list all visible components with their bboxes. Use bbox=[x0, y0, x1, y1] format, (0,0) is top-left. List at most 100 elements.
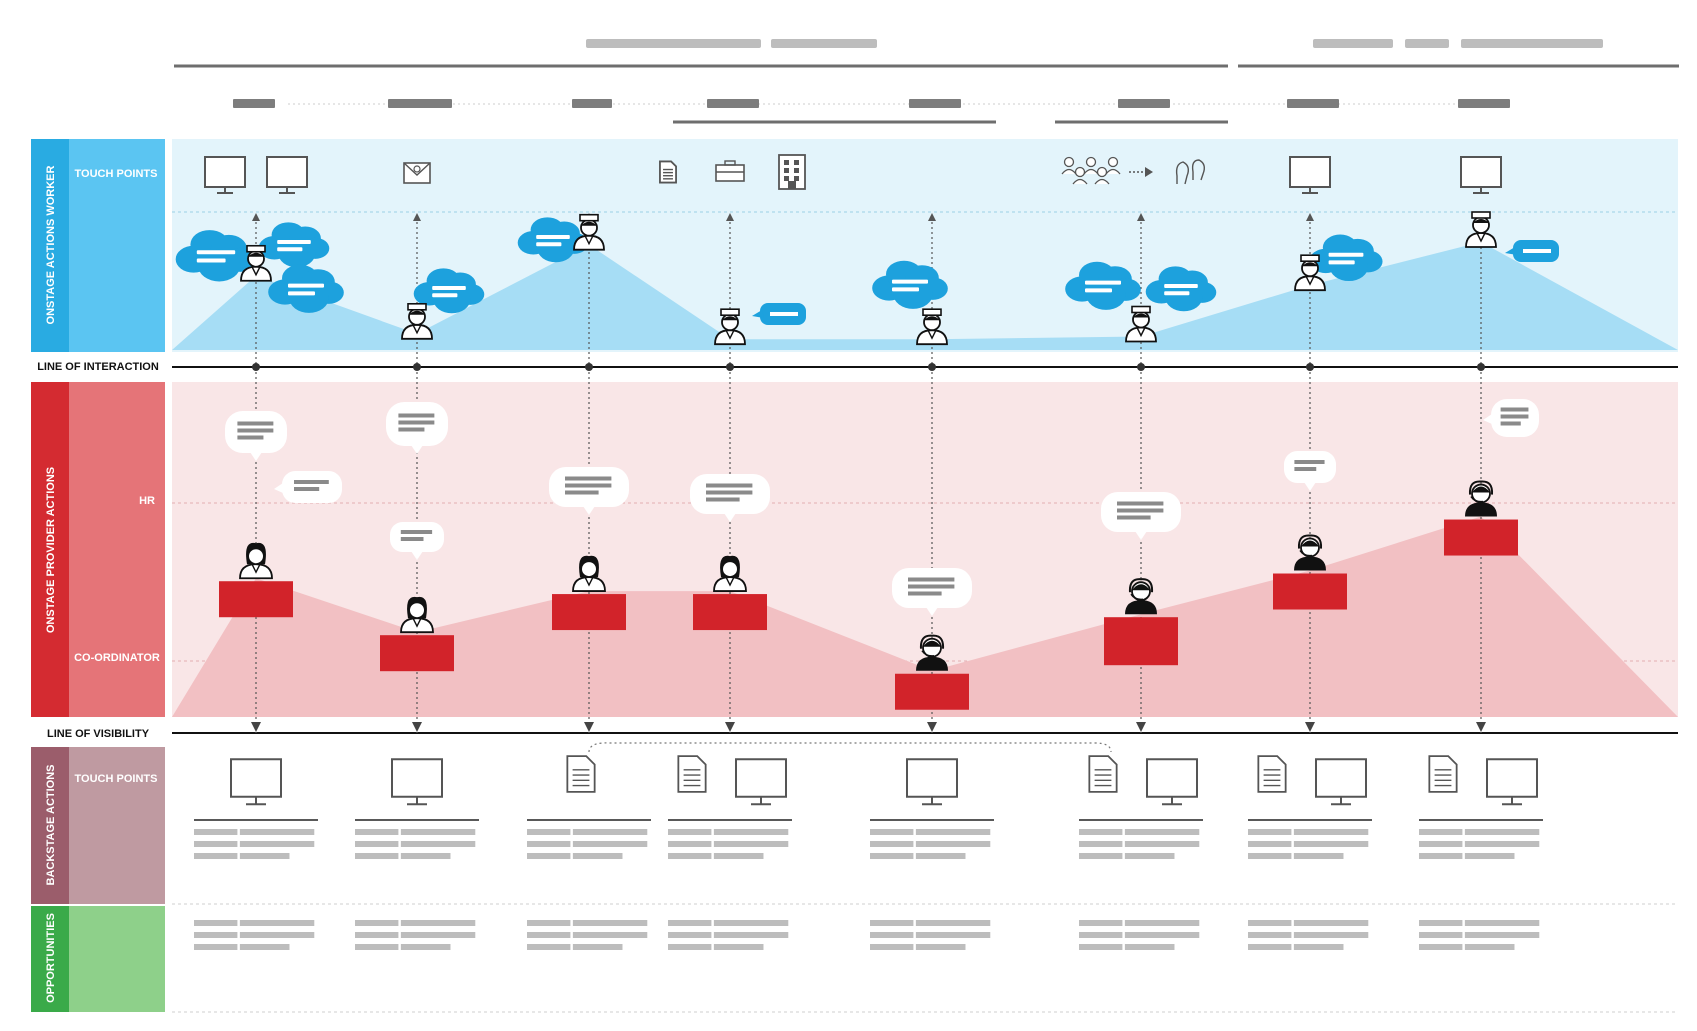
text-placeholder bbox=[1124, 841, 1200, 847]
cloud-text-placeholder bbox=[277, 247, 303, 252]
hr-person-icon bbox=[410, 603, 424, 618]
interaction-point bbox=[1306, 363, 1314, 371]
cloud-text-placeholder bbox=[196, 258, 226, 263]
text-placeholder bbox=[1124, 944, 1175, 950]
speech-bubble bbox=[1304, 482, 1316, 491]
team-icon bbox=[1094, 178, 1110, 185]
cloud-text-placeholder bbox=[432, 293, 458, 298]
stage-title-placeholder bbox=[707, 99, 759, 108]
journey-step bbox=[1061, 156, 1217, 950]
stage-title-placeholder bbox=[909, 99, 961, 108]
text-placeholder bbox=[194, 829, 238, 835]
nurse-icon bbox=[722, 316, 738, 321]
nurse-icon bbox=[584, 235, 594, 246]
thought-cloud bbox=[268, 264, 344, 313]
connector-arrow-down bbox=[584, 722, 594, 732]
team-icon bbox=[1105, 168, 1121, 175]
text-placeholder bbox=[713, 932, 789, 938]
connector-lines bbox=[172, 366, 1678, 753]
coordinator-headset-icon bbox=[1125, 600, 1157, 615]
text-placeholder bbox=[1293, 932, 1369, 938]
text-placeholder bbox=[915, 841, 991, 847]
monitor-icon bbox=[204, 156, 246, 188]
building-icon bbox=[794, 168, 799, 173]
connector-arrow-down bbox=[251, 722, 261, 732]
bubble-text-placeholder bbox=[1523, 249, 1551, 253]
line-of-visibility-label: LINE OF VISIBILITY bbox=[47, 728, 150, 740]
coordinator-headset-icon bbox=[1465, 502, 1497, 517]
email-icon bbox=[413, 165, 421, 173]
text-placeholder bbox=[355, 841, 399, 847]
opportunities-lane-title: OPPORTUNITIES bbox=[45, 913, 57, 1003]
journey-step bbox=[355, 162, 485, 950]
building-icon bbox=[784, 176, 789, 181]
bubble-text-placeholder bbox=[237, 428, 274, 433]
phase-title-placeholder bbox=[771, 39, 877, 48]
thought-cloud bbox=[289, 283, 329, 313]
hr-level-label: HR bbox=[139, 495, 155, 507]
text-placeholder bbox=[572, 841, 648, 847]
text-placeholder bbox=[194, 841, 238, 847]
backstage-link bbox=[588, 742, 1112, 753]
building-icon bbox=[784, 168, 789, 173]
text-placeholder bbox=[668, 920, 712, 926]
text-placeholder bbox=[668, 944, 712, 950]
text-placeholder bbox=[572, 932, 648, 938]
text-placeholder bbox=[915, 829, 991, 835]
thought-cloud bbox=[278, 239, 316, 268]
text-placeholder bbox=[355, 920, 399, 926]
connector-arrow-down bbox=[927, 722, 937, 732]
building-icon bbox=[788, 181, 796, 189]
team-icon bbox=[1096, 166, 1108, 178]
conversation-icon bbox=[1191, 159, 1206, 181]
building-icon bbox=[784, 160, 789, 165]
team-icon bbox=[1085, 156, 1097, 168]
monitor-icon bbox=[906, 758, 958, 798]
nurse-icon bbox=[412, 324, 422, 335]
connector-arrow-down bbox=[1305, 722, 1315, 732]
speech-bubble bbox=[1483, 414, 1492, 424]
building-icon bbox=[794, 176, 799, 181]
bubble-text-placeholder bbox=[400, 537, 424, 541]
bubble-text-placeholder bbox=[1294, 460, 1325, 464]
line-of-interaction-label: LINE OF INTERACTION bbox=[37, 361, 159, 373]
nurse-icon bbox=[248, 252, 264, 257]
interaction-point bbox=[1137, 363, 1145, 371]
nurse-icon bbox=[1473, 219, 1489, 223]
worker-touchpoints-label: TOUCH POINTS bbox=[75, 168, 158, 180]
bubble-text-placeholder bbox=[1117, 501, 1164, 506]
text-placeholder bbox=[400, 853, 451, 859]
bubble-text-placeholder bbox=[1294, 467, 1317, 471]
phase-title-placeholder bbox=[586, 39, 761, 48]
team-icon bbox=[1061, 168, 1077, 175]
text-placeholder bbox=[1293, 920, 1369, 926]
text-placeholder bbox=[1464, 944, 1515, 950]
text-placeholder bbox=[572, 944, 623, 950]
text-placeholder bbox=[668, 853, 712, 859]
cloud-text-placeholder bbox=[1328, 260, 1355, 265]
provider-roles-bar bbox=[69, 382, 165, 717]
cloud-text-placeholder bbox=[1164, 291, 1190, 296]
text-placeholder bbox=[1419, 932, 1463, 938]
text-placeholder bbox=[194, 932, 238, 938]
text-placeholder bbox=[239, 944, 290, 950]
briefcase-icon bbox=[715, 164, 745, 182]
nurse-icon bbox=[409, 310, 425, 315]
hr-person-icon bbox=[251, 563, 261, 574]
coordinator-headset-icon bbox=[1301, 540, 1319, 547]
hr-person-icon bbox=[584, 576, 594, 587]
journey-step bbox=[659, 154, 806, 950]
nurse-icon bbox=[1476, 232, 1486, 243]
coordinator-level-label: CO-ORDINATOR bbox=[74, 652, 160, 664]
thought-cloud bbox=[893, 279, 933, 309]
text-placeholder bbox=[1124, 853, 1175, 859]
interaction-point bbox=[252, 363, 260, 371]
text-placeholder bbox=[1079, 920, 1123, 926]
phase-title-placeholder bbox=[1405, 39, 1449, 48]
text-placeholder bbox=[1464, 853, 1515, 859]
nurse-icon bbox=[1302, 262, 1318, 267]
monitor-icon bbox=[266, 156, 308, 188]
coordinator-headset-icon bbox=[1130, 593, 1144, 601]
stage-title-placeholder bbox=[1458, 99, 1510, 108]
connector-arrow-down bbox=[1136, 722, 1146, 732]
